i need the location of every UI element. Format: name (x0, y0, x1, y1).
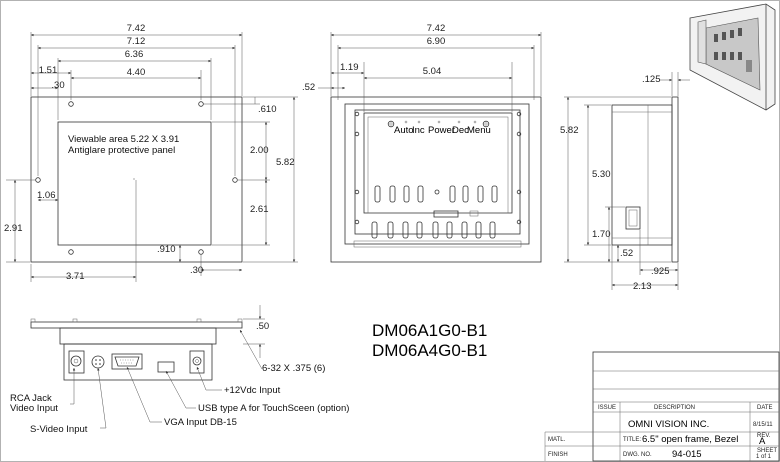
matl-label: MATL. (548, 437, 566, 443)
date-value: 8/15/11 (753, 422, 773, 428)
vga-port (114, 356, 140, 367)
svideo-label: S-Video Input (30, 424, 88, 435)
dim-front-910: .910 (157, 244, 176, 255)
dim-front-291: 2.91 (4, 223, 23, 234)
front-view: 7.42 7.12 6.36 4.40 1.51 .30 5.82 2.00 2… (4, 23, 298, 282)
dim-rear-119: 1.19 (340, 62, 359, 73)
viewable-area-label: Viewable area 5.22 X 3.91 (68, 134, 179, 145)
rca-jack (70, 355, 82, 367)
sheet-label: SHEET (757, 448, 777, 454)
dim-front-371: 3.71 (66, 271, 85, 282)
dim-side-582: 5.82 (560, 125, 579, 136)
dim-front-151: 1.51 (39, 65, 58, 76)
antiglare-label: Antiglare protective panel (68, 145, 175, 156)
date-header: DATE (757, 405, 773, 411)
finish-label: FINISH (548, 452, 568, 458)
rear-vents-top (374, 185, 498, 203)
dim-rear-504: 5.04 (423, 66, 442, 77)
dim-front-742: 7.42 (127, 23, 146, 34)
description-header: DESCRIPTION (654, 405, 695, 411)
model-number-2: DM06A4G0-B1 (372, 341, 487, 360)
dim-bottom-050: .50 (256, 321, 269, 332)
side-housing (611, 104, 673, 246)
power-label: +12Vdc Input (224, 385, 281, 396)
rca-label-2: Video Input (10, 403, 58, 414)
mount-holes (35, 101, 238, 255)
button-menu: Menu (467, 125, 491, 136)
title-block: ISSUE DESCRIPTION DATE OMNI VISION INC. … (544, 351, 780, 462)
dwg-no-label: DWG. NO. (623, 452, 652, 458)
front-bezel (30, 96, 243, 263)
dim-front-106: 1.06 (37, 190, 56, 201)
dim-front-261: 2.61 (250, 204, 269, 215)
dim-front-582: 5.82 (276, 157, 295, 168)
sheet-value: 1 of 1 (756, 454, 772, 460)
screw-note: 6-32 X .375 (6) (262, 363, 325, 374)
button-dec: Dec (452, 125, 469, 136)
dim-rear-742: 7.42 (427, 23, 446, 34)
drawing-title: 6.5" open frame, Bezel (642, 434, 738, 445)
issue-header: ISSUE (598, 405, 616, 411)
rev-value: A (759, 436, 766, 447)
company-name: OMNI VISION INC. (628, 419, 709, 430)
vga-label: VGA Input DB-15 (164, 417, 237, 428)
dim-rear-052: .52 (302, 82, 315, 93)
model-number-1: DM06A1G0-B1 (372, 321, 487, 340)
rev-label: REV. (757, 433, 771, 439)
dim-rear-690: 6.90 (427, 36, 446, 47)
dim-front-636: 6.36 (125, 49, 144, 60)
dim-front-610: .610 (258, 104, 277, 115)
dim-side-170: 1.70 (592, 229, 611, 240)
dim-side-213: 2.13 (633, 281, 652, 292)
rca-label: RCA Jack (10, 393, 52, 404)
dim-front-200: 2.00 (250, 145, 269, 156)
rear-view: Auto Inc Power Dec Menu (302, 23, 542, 263)
dc-jack (192, 356, 202, 366)
button-power: Power (428, 125, 455, 136)
button-inc: Inc (412, 125, 425, 136)
bottom-view: .50 6-32 X .375 (6) RCA Jack Video Input… (10, 305, 349, 435)
dim-front-712: 7.12 (127, 36, 146, 47)
dim-side-125: .125 (642, 74, 661, 85)
isometric-view (689, 3, 776, 111)
viewable-area (57, 121, 212, 246)
svideo-port (91, 355, 105, 369)
side-connector (625, 206, 641, 230)
dim-side-925: .925 (651, 266, 670, 277)
dim-front-440: 4.40 (127, 67, 146, 78)
dim-front-030-bot: .30 (190, 265, 203, 276)
bottom-bezel (30, 321, 243, 329)
dim-side-052: .52 (620, 248, 633, 259)
button-auto: Auto (394, 125, 414, 136)
usb-port (157, 361, 175, 373)
usb-label: USB type A for TouchSceen (option) (198, 403, 349, 414)
dim-side-530: 5.30 (592, 169, 611, 180)
rear-bezel (330, 96, 542, 263)
drawing-number: 94-015 (672, 449, 702, 460)
side-bezel (671, 96, 679, 263)
title-label: TITLE: (623, 437, 641, 443)
connector-panel (63, 343, 213, 381)
side-view: .125 5.82 5.30 1.70 .52 .925 2.13 (560, 72, 690, 292)
rear-vents-bottom (371, 221, 496, 239)
dim-front-030-top: .30 (51, 80, 64, 91)
